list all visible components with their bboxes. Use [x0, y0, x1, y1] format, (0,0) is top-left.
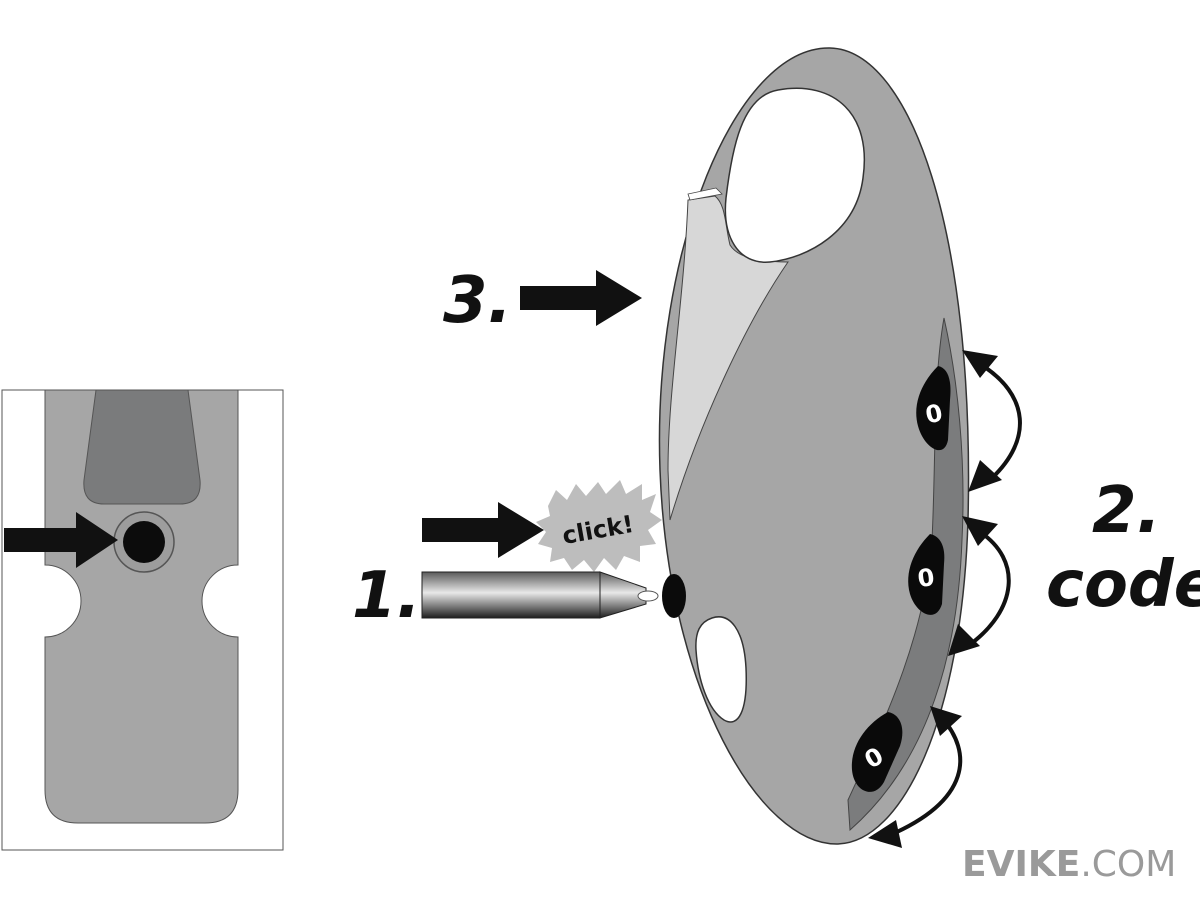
combination-dial-1: 0: [916, 366, 951, 451]
lock-lower-hole: [695, 616, 747, 723]
step-3-label: 3.: [443, 264, 512, 338]
dial-1-value: 0: [923, 399, 945, 430]
inset-arrow: [4, 512, 118, 568]
reset-button: [123, 521, 165, 563]
brand-suffix: .COM: [1080, 844, 1176, 885]
evike-watermark: EVIKE.COM: [962, 844, 1176, 885]
step-1-arrow: [422, 502, 544, 558]
reset-pin-tool: [421, 571, 659, 619]
step-3-arrow: [520, 270, 642, 326]
step-2-code-label: code: [1046, 548, 1200, 622]
dial-2-rotate-arrow: [966, 530, 1011, 648]
dial-rotation-arrowheads: [868, 350, 1002, 848]
step-1-label: 1.: [352, 559, 421, 633]
click-callout: click!: [536, 480, 662, 572]
dial-3-rotate-arrow: [887, 716, 963, 838]
combination-lock: [658, 47, 970, 845]
reset-button-detail-inset: [1, 389, 284, 851]
shackle-notch: [687, 187, 723, 201]
dial-1-rotate-arrow: [978, 362, 1022, 480]
combination-dial-2: 0: [908, 534, 945, 615]
reset-button-hole: [662, 574, 686, 618]
combination-dial-3: 0: [851, 712, 903, 792]
step-2-number: 2.: [1092, 474, 1161, 548]
brand-name: EVIKE: [962, 844, 1080, 885]
click-burst-shape: [536, 480, 662, 572]
shackle-slot: [83, 389, 201, 505]
dial-2-value: 0: [916, 563, 936, 593]
dial-rotation-arrows: [887, 362, 1022, 838]
lock-upper-hole: [724, 87, 865, 263]
lock-shackle: [667, 195, 789, 521]
